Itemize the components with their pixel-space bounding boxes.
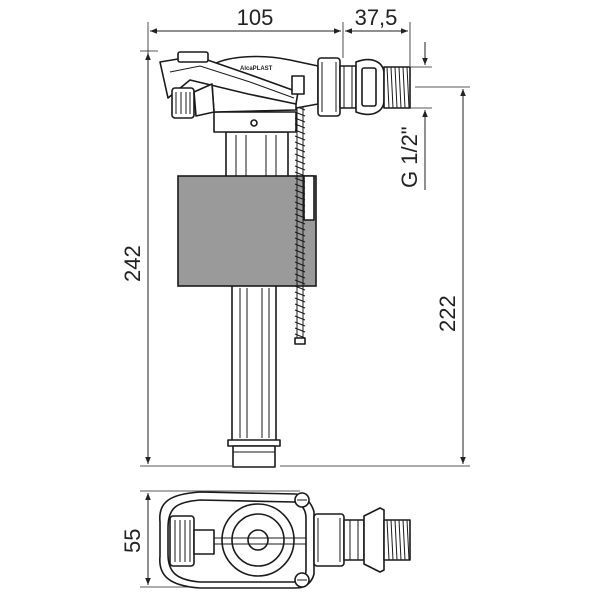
spring-coil [294, 171, 306, 177]
top-view [159, 491, 411, 589]
adjustment-rod [294, 95, 306, 345]
dimension-105-label: 105 [237, 5, 274, 30]
thread-line [394, 519, 398, 561]
spring-coil [294, 237, 306, 243]
spring-coil [294, 321, 306, 327]
spring-coil [294, 291, 306, 297]
spring-coil [294, 195, 306, 201]
spring-coil [294, 231, 306, 237]
spring-coil [294, 279, 306, 285]
brand-label: AlcaPLAST [240, 66, 273, 72]
spring-coil [294, 141, 306, 147]
thread-line [386, 519, 390, 561]
float-clip [303, 175, 315, 221]
spring-coil [294, 201, 306, 207]
spring-coil [294, 261, 306, 267]
spring-coil [294, 297, 306, 303]
thread-line [406, 66, 410, 109]
dimension-222-label: 222 [435, 295, 460, 332]
thread-line [402, 519, 406, 561]
spring-coil [294, 123, 306, 129]
spring-coil [294, 165, 306, 171]
dimension-37-5: 37,5 [345, 5, 411, 66]
spring-coil [294, 129, 306, 135]
inlet-connector [317, 57, 411, 117]
thread-line [386, 66, 390, 109]
dimension-242: 242 [120, 50, 232, 467]
spring-coil [294, 303, 306, 309]
spring-coil [294, 225, 306, 231]
dimension-37-5-label: 37,5 [355, 5, 398, 30]
spring-coil [294, 183, 306, 189]
spring-coil [294, 327, 306, 333]
upper-tube [213, 111, 297, 181]
spring-coil [294, 159, 306, 165]
spring-coil [294, 267, 306, 273]
spring-coil [294, 135, 306, 141]
spring-coil [294, 177, 306, 183]
spring-coil [294, 117, 306, 123]
spring-coil [294, 207, 306, 213]
float-box [177, 175, 317, 287]
spring-coil [294, 309, 306, 315]
valve-head: AlcaPLAST [159, 51, 319, 119]
thread-label: G 1/2" [397, 126, 422, 188]
spring-coil [294, 153, 306, 159]
spring-coil [294, 315, 306, 321]
spring-coil [294, 219, 306, 225]
side-view: AlcaPLAST [159, 51, 411, 468]
spring-coil [294, 285, 306, 291]
spring-coil [294, 243, 306, 249]
spring-coil [294, 147, 306, 153]
spring-coil [294, 213, 306, 219]
dimension-105: 105 [147, 5, 344, 58]
thread-line [398, 66, 402, 109]
dimension-55-label: 55 [120, 529, 145, 553]
spring-coil [294, 189, 306, 195]
thread-line [394, 66, 398, 109]
spring-coil [294, 255, 306, 261]
thread-line [398, 519, 402, 561]
thread-line [390, 66, 394, 109]
dimension-242-label: 242 [120, 245, 145, 282]
thread-line [406, 519, 410, 561]
spring-coil [294, 249, 306, 255]
thread-line [390, 519, 394, 561]
lower-tube [227, 284, 281, 468]
spring-coil [294, 111, 306, 117]
dimension-222: 222 [280, 86, 470, 467]
dimension-g-half: G 1/2" [397, 42, 432, 190]
thread-line [402, 66, 406, 109]
spring-coil [294, 273, 306, 279]
